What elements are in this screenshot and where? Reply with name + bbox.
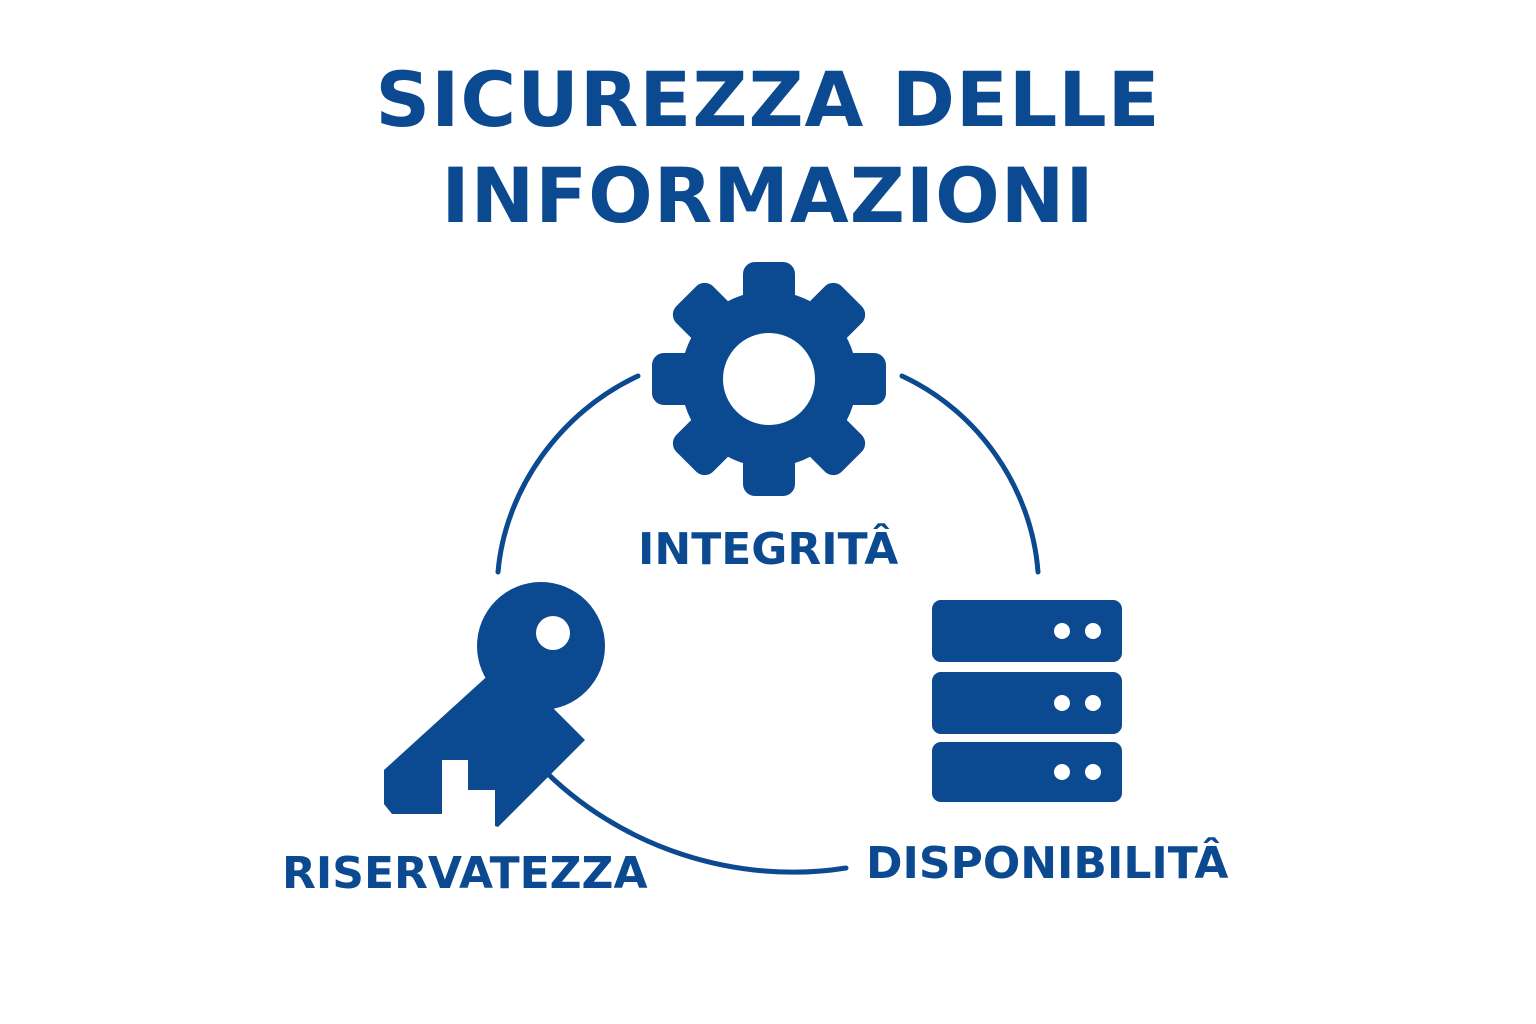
- diagram-title-line-2: INFORMAZIONI: [441, 151, 1095, 240]
- label-disponibilita: DISPONIBILITÂ: [866, 838, 1229, 889]
- label-integrita: INTEGRITÂ: [638, 524, 899, 575]
- server-unit-bottom: [932, 742, 1122, 802]
- gear-icon: [652, 262, 886, 496]
- server-unit-middle: [932, 672, 1122, 734]
- server-led-dots: [1054, 623, 1101, 780]
- arc-left: [495, 373, 641, 575]
- label-riservatezza: RISERVATEZZA: [282, 848, 648, 899]
- diagram-title-line-1: SICUREZZA DELLE: [375, 55, 1161, 144]
- arc-bottom: [535, 761, 849, 875]
- key-icon: [384, 582, 605, 827]
- server-icon: [932, 600, 1122, 802]
- server-unit-top: [932, 600, 1122, 662]
- arc-right: [899, 373, 1041, 575]
- cycle-arcs: [495, 373, 1041, 875]
